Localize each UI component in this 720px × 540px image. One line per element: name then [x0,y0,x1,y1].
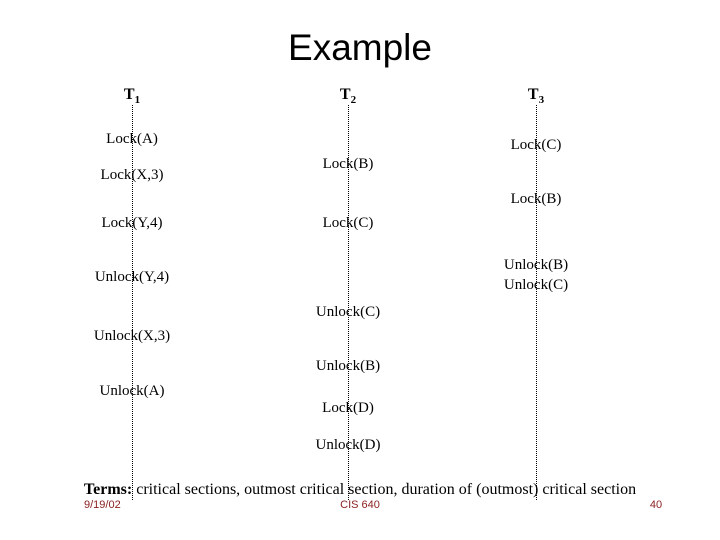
footer-course: CIS 640 [340,499,380,511]
column-header-t3: T3 [528,86,544,109]
column-header-t3-label: T [527,86,539,103]
column-header-t2: T2 [340,86,356,109]
footer-page-number: 40 [649,499,663,511]
page-title: Example [288,27,432,68]
operation-label: Lock(A) [106,131,158,147]
operation-label: Unlock(B) [315,358,381,374]
operation-label: Unlock(X,3) [93,328,171,344]
terms-text: critical sections, outmost critical sect… [132,481,637,498]
operation-label: Lock(C) [322,215,374,231]
operation-label: Lock(Y,4) [101,215,163,231]
column-header-t2-label: T [339,86,351,103]
operation-label: Lock(C) [510,137,562,153]
timeline-t2 [348,105,349,500]
column-header-t1-label: T [123,86,135,103]
operation-label: Unlock(C) [503,277,569,293]
column-header-t1-subscript: 1 [134,94,141,107]
column-header-t3-subscript: 3 [538,94,545,107]
operation-label: Unlock(A) [99,383,165,399]
column-header-t1: T1 [124,86,140,109]
operation-label: Unlock(Y,4) [94,269,170,285]
terms-lead: Terms: [83,481,133,498]
operation-label: Unlock(B) [503,257,569,273]
operation-label: Lock(X,3) [100,167,164,183]
operation-label: Unlock(D) [315,437,381,453]
column-header-t2-subscript: 2 [350,94,357,107]
timeline-t1 [132,105,133,500]
operation-label: Lock(B) [322,156,374,172]
operation-label: Lock(B) [510,191,562,207]
operation-label: Unlock(C) [315,304,381,320]
footer-date: 9/19/02 [84,499,121,511]
terms-line: Terms: critical sections, outmost critic… [0,480,720,499]
operation-label: Lock(D) [322,400,374,416]
timeline-t3 [536,105,537,500]
